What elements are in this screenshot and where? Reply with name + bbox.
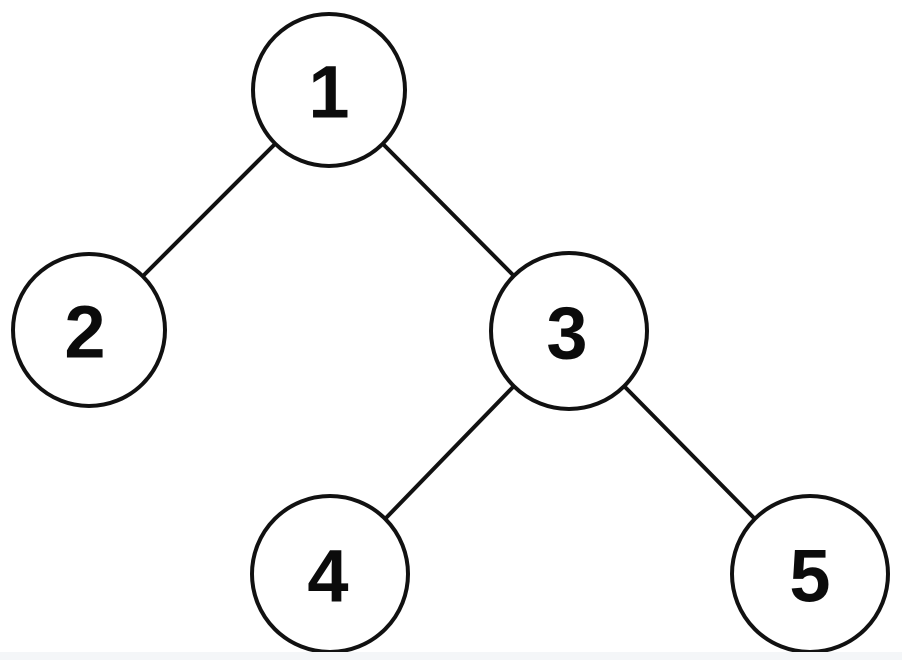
edge-1-to-3 <box>381 142 516 278</box>
tree-node-2[interactable]: 2 <box>11 252 167 408</box>
node-circle-2[interactable] <box>11 252 167 408</box>
edge-1-to-2 <box>141 142 277 278</box>
node-label-2: 2 <box>64 291 105 374</box>
edge-group <box>141 142 757 521</box>
node-label-5: 5 <box>789 535 830 618</box>
node-group: 1 2 3 4 5 <box>11 12 890 654</box>
node-circle-1[interactable] <box>251 12 407 168</box>
node-label-1: 1 <box>308 51 349 134</box>
tree-node-5[interactable]: 5 <box>730 494 890 654</box>
bottom-edge-band <box>0 652 902 660</box>
edge-3-to-5 <box>622 384 757 521</box>
tree-node-3[interactable]: 3 <box>489 251 649 411</box>
tree-node-4[interactable]: 4 <box>250 494 410 654</box>
tree-node-1[interactable]: 1 <box>251 12 407 168</box>
edge-3-to-4 <box>383 384 516 521</box>
node-label-3: 3 <box>546 292 587 375</box>
node-circle-3[interactable] <box>489 251 649 411</box>
node-label-4: 4 <box>307 535 348 618</box>
